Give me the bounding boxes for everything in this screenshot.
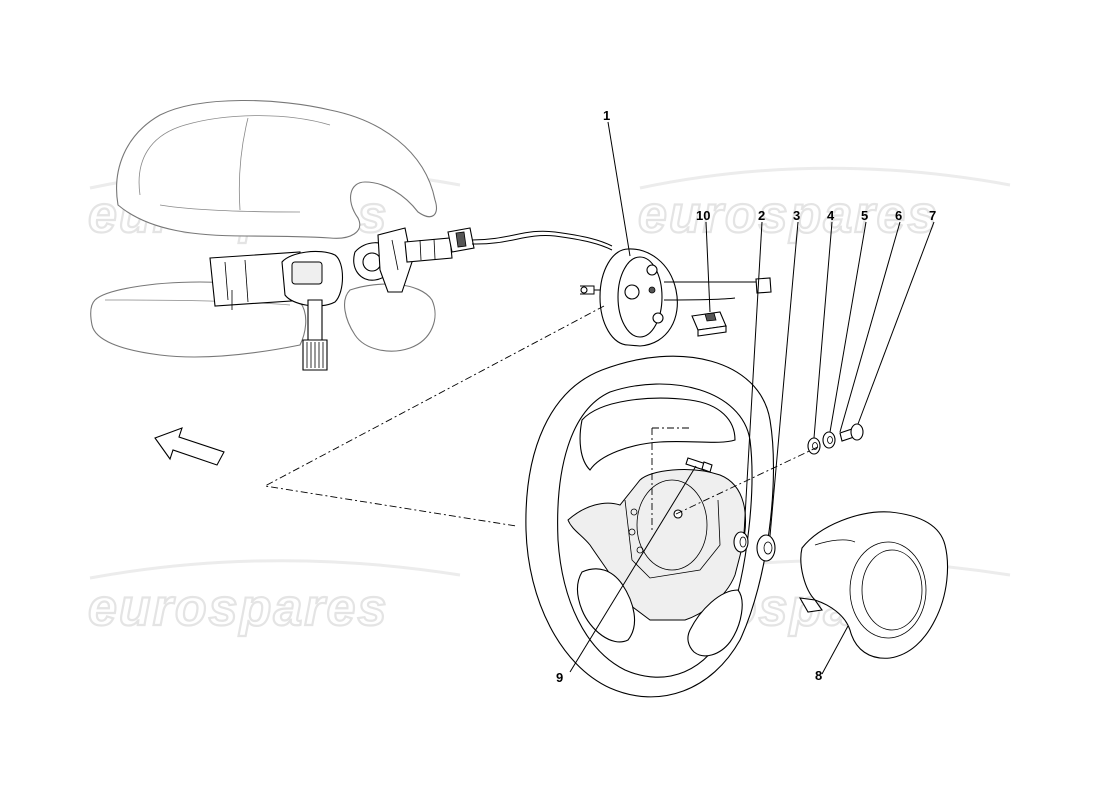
wiring-harness — [471, 230, 613, 247]
steering-wheel — [525, 355, 775, 698]
arrow-up-left-icon — [154, 427, 225, 466]
airbag-cover — [798, 511, 949, 659]
callout-3: 3 — [793, 208, 800, 223]
steering-column-assembly — [90, 99, 475, 371]
hub-bolt — [685, 457, 713, 473]
clock-spring-connector — [755, 277, 772, 294]
wheel-washer — [733, 531, 749, 553]
wheel-nut — [756, 534, 776, 562]
column-bracket — [377, 227, 413, 293]
upper-column-shroud — [116, 99, 437, 239]
washer-4 — [807, 437, 821, 455]
fastener-set — [807, 423, 864, 455]
callout-9: 9 — [556, 670, 563, 685]
watermark-text: eurospares — [638, 186, 938, 244]
callout-8: 8 — [815, 668, 822, 683]
leader-lines — [569, 121, 935, 675]
callout-6: 6 — [895, 208, 902, 223]
callout-2: 2 — [758, 208, 765, 223]
callout-4: 4 — [827, 208, 835, 223]
watermark-bottom-left: eurospares — [87, 559, 461, 638]
callouts: 1 2 3 4 5 6 7 8 9 10 — [556, 108, 936, 685]
callout-5: 5 — [861, 208, 868, 223]
washer-5 — [822, 431, 836, 449]
watermark-top-right: eurospares — [637, 166, 1011, 245]
callout-1: 1 — [603, 108, 610, 123]
watermark-text: eurospares — [88, 579, 388, 637]
callout-7: 7 — [929, 208, 936, 223]
lower-shroud-lobe — [344, 283, 436, 352]
callout-10: 10 — [696, 208, 710, 223]
clock-spring — [580, 248, 772, 347]
connector-block — [691, 311, 727, 337]
assembly-lines — [263, 305, 821, 532]
steering-shaft — [404, 237, 453, 263]
